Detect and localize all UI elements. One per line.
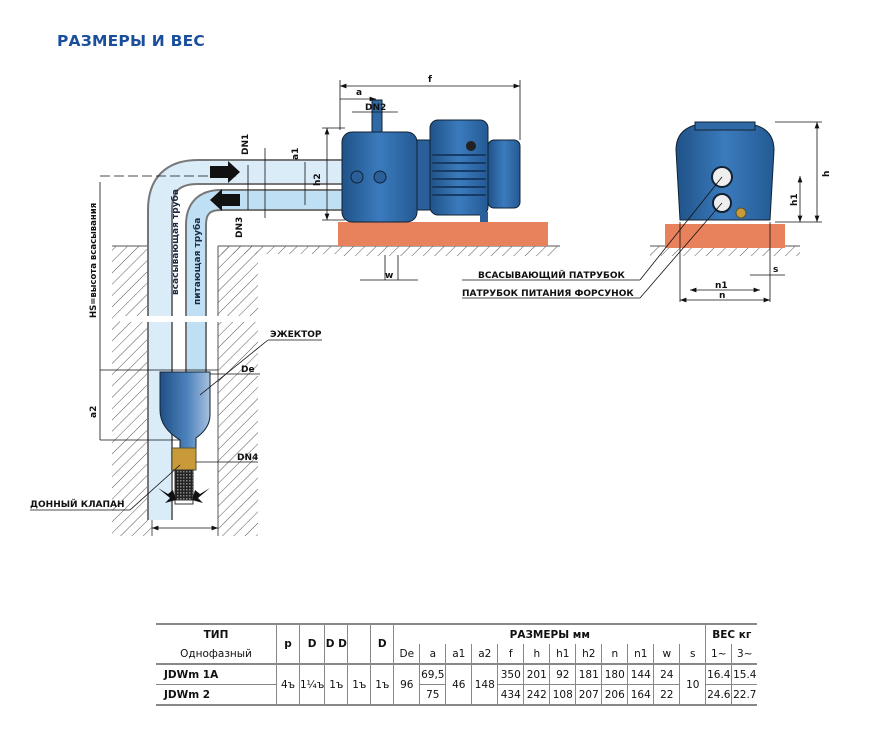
header-weight: ВЕС кг xyxy=(705,623,758,644)
subheader-f: f xyxy=(497,644,524,664)
value-a: 75 xyxy=(419,684,446,706)
header-p: p xyxy=(276,623,300,664)
value-w: 22 xyxy=(653,684,680,706)
pipe-break xyxy=(120,316,260,322)
pump-side-view xyxy=(341,99,521,223)
header-d1: D xyxy=(298,623,325,664)
subheader-a1: a1 xyxy=(445,644,472,664)
dim-dn4-label: DN4 xyxy=(237,453,258,463)
header-d3: D xyxy=(370,623,394,664)
value-p: 4ъ xyxy=(276,663,300,706)
pump-base-side xyxy=(338,222,548,246)
dim-w-label: w xyxy=(385,271,393,281)
subheader-n1: n1 xyxy=(627,644,654,664)
pump-base-front xyxy=(665,224,785,248)
value-w: 24 xyxy=(653,663,680,685)
subheader-a: a xyxy=(419,644,446,664)
value-h2: 181 xyxy=(575,663,602,685)
value-de: 96 xyxy=(393,663,420,706)
value-n: 206 xyxy=(601,684,628,706)
dim-a2-label: a2 xyxy=(89,406,99,418)
header-type: ТИП xyxy=(156,623,277,644)
subheader-h2: h2 xyxy=(575,644,602,664)
flow-arrow-right-icon xyxy=(210,161,240,183)
ejector xyxy=(158,371,211,505)
value-weight-1ph: 16.4 xyxy=(705,663,732,685)
ground-hatching xyxy=(112,245,800,536)
value-d3: 1ъ xyxy=(370,663,394,706)
model-name: JDWm 2 xyxy=(156,684,277,706)
dim-dn1-label: DN1 xyxy=(241,134,251,155)
dim-de-label: De xyxy=(241,365,255,375)
header-dimensions: РАЗМЕРЫ мм xyxy=(393,623,706,644)
subheader-de: De xyxy=(393,644,420,664)
value-h1: 108 xyxy=(549,684,576,706)
ejector-label: ЭЖЕКТОР xyxy=(270,330,322,340)
suction-pipe-label: всасывающая труба xyxy=(170,189,181,295)
table-row: JDWm 1A 4ъ 1¼ъ 1ъ 1ъ 1ъ 96 69,5 46 148 3… xyxy=(156,663,758,706)
dim-n-label: n xyxy=(719,291,725,301)
subheader-h: h xyxy=(523,644,550,664)
dim-a1-label: a1 xyxy=(291,148,301,160)
foot-valve-label: ДОННЫЙ КЛАПАН xyxy=(30,498,125,510)
dim-a-label: a xyxy=(356,88,362,98)
pump-front-view xyxy=(675,121,775,221)
dim-h1-label: h1 xyxy=(790,193,800,206)
header-blank xyxy=(347,623,371,664)
subheader-a2: a2 xyxy=(471,644,498,664)
value-n1: 164 xyxy=(627,684,654,706)
value-h: 201 xyxy=(523,663,550,685)
value-weight-3ph: 15.4 xyxy=(731,663,758,685)
dim-f-label: f xyxy=(428,75,432,85)
flow-arrow-left-icon xyxy=(210,189,240,211)
value-a: 69,5 xyxy=(419,663,446,685)
header-phase: Однофазный xyxy=(180,647,252,660)
dim-s-label: s xyxy=(773,265,778,275)
value-a1: 46 xyxy=(445,663,472,706)
dim-n1-label: n1 xyxy=(715,281,728,291)
value-h: 242 xyxy=(523,684,550,706)
value-a2: 148 xyxy=(471,663,498,706)
feed-pipe-label: питающая труба xyxy=(192,218,203,305)
value-d2a: 1ъ xyxy=(324,663,348,706)
value-weight-1ph: 24.6 xyxy=(705,684,732,706)
value-f: 434 xyxy=(497,684,524,706)
table-row: JDWm 2 75 434 242 108 207 206 164 22 24.… xyxy=(156,684,758,706)
dim-h-label: h xyxy=(822,171,832,177)
hs-label: HS=высота всасывания xyxy=(89,203,99,318)
subheader-w: w xyxy=(653,644,680,664)
dimensions-weight-table: ТИП p D D D D РАЗМЕРЫ мм ВЕС кг Однофазн… xyxy=(156,623,758,706)
dim-dn2-label: DN2 xyxy=(365,103,386,113)
value-d2b: 1ъ xyxy=(347,663,371,706)
value-n1: 144 xyxy=(627,663,654,685)
inflow-arrow-icon xyxy=(158,488,176,503)
dim-h2-label: h2 xyxy=(313,173,323,186)
suction-port-label: ВСАСЫВАЮЩИЙ ПАТРУБОК xyxy=(478,269,626,281)
subheader-s: s xyxy=(679,644,706,664)
value-h1: 92 xyxy=(549,663,576,685)
nozzle-port-label: ПАТРУБОК ПИТАНИЯ ФОРСУНОК xyxy=(462,289,634,299)
inflow-arrow-icon xyxy=(192,488,210,503)
value-f: 350 xyxy=(497,663,524,685)
value-weight-3ph: 22.7 xyxy=(731,684,758,706)
subheader-w3: 3~ xyxy=(731,644,758,664)
value-d1: 1¼ъ xyxy=(298,663,325,706)
subheader-n: n xyxy=(601,644,628,664)
value-h2: 207 xyxy=(575,684,602,706)
page-title: РАЗМЕРЫ И ВЕС xyxy=(57,32,205,50)
value-s: 10 xyxy=(679,663,706,706)
value-n: 180 xyxy=(601,663,628,685)
pump-installation-diagram: f a DN2 DN1 a1 h2 DN3 w HS=высота всасыв… xyxy=(30,75,832,536)
subheader-w1: 1~ xyxy=(705,644,732,664)
suction-pipe xyxy=(147,159,345,520)
subheader-h1: h1 xyxy=(549,644,576,664)
header-d2: D D xyxy=(324,623,348,664)
model-name: JDWm 1A xyxy=(156,663,277,685)
dim-dn3-label: DN3 xyxy=(235,217,245,238)
